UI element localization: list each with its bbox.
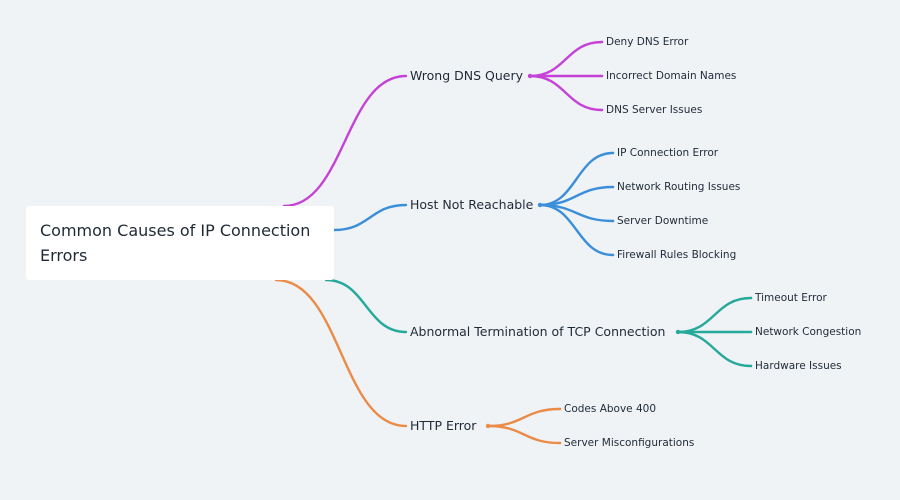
leaf-connector-2-0 [676,296,753,334]
branch-host-not-reachable[interactable]: Host Not Reachable [410,197,534,212]
leaf-network-routing-issues[interactable]: Network Routing Issues [617,181,741,193]
root-title: Common Causes of IP Connection Errors [40,221,311,265]
leaf-hardware-issues[interactable]: Hardware Issues [755,360,842,372]
leaf-timeout-error[interactable]: Timeout Error [755,292,827,304]
leaf-ip-connection-error[interactable]: IP Connection Error [617,147,719,159]
root-connector-0 [282,74,408,208]
branch-wrong-dns-query[interactable]: Wrong DNS Query [410,68,524,83]
leaf-connector-3-0 [486,407,562,428]
leaf-connector-2-2 [676,330,753,368]
leaf-connector-1-0 [538,151,615,207]
branch-hub-dot-3 [485,423,491,429]
branch-hub-dot-2 [675,329,681,335]
leaf-deny-dns-error[interactable]: Deny DNS Error [606,36,689,48]
leaf-network-congestion[interactable]: Network Congestion [755,326,862,338]
branch-abnormal-termination-tcp[interactable]: Abnormal Termination of TCP Connection [410,324,666,339]
root-node[interactable]: Common Causes of IP Connection Errors [26,206,334,280]
leaf-firewall-rules-blocking[interactable]: Firewall Rules Blocking [617,249,737,261]
leaf-dns-server-issues[interactable]: DNS Server Issues [606,104,703,116]
leaf-codes-above-400[interactable]: Codes Above 400 [564,403,657,415]
root-connector-2 [324,278,408,334]
root-connector-1 [332,203,408,232]
branch-hub-dot-0 [527,73,533,79]
leaf-server-downtime[interactable]: Server Downtime [617,215,709,227]
root-connector-3 [274,278,408,428]
leaf-server-misconfigurations[interactable]: Server Misconfigurations [564,437,695,449]
branch-http-error[interactable]: HTTP Error [410,418,477,433]
leaf-connector-3-1 [486,424,562,445]
leaf-connector-1-3 [538,203,615,257]
branch-hub-dot-1 [537,202,543,208]
leaf-connector-0-0 [528,40,604,78]
leaf-connector-0-2 [528,74,604,112]
leaf-incorrect-domain-names[interactable]: Incorrect Domain Names [606,70,737,82]
